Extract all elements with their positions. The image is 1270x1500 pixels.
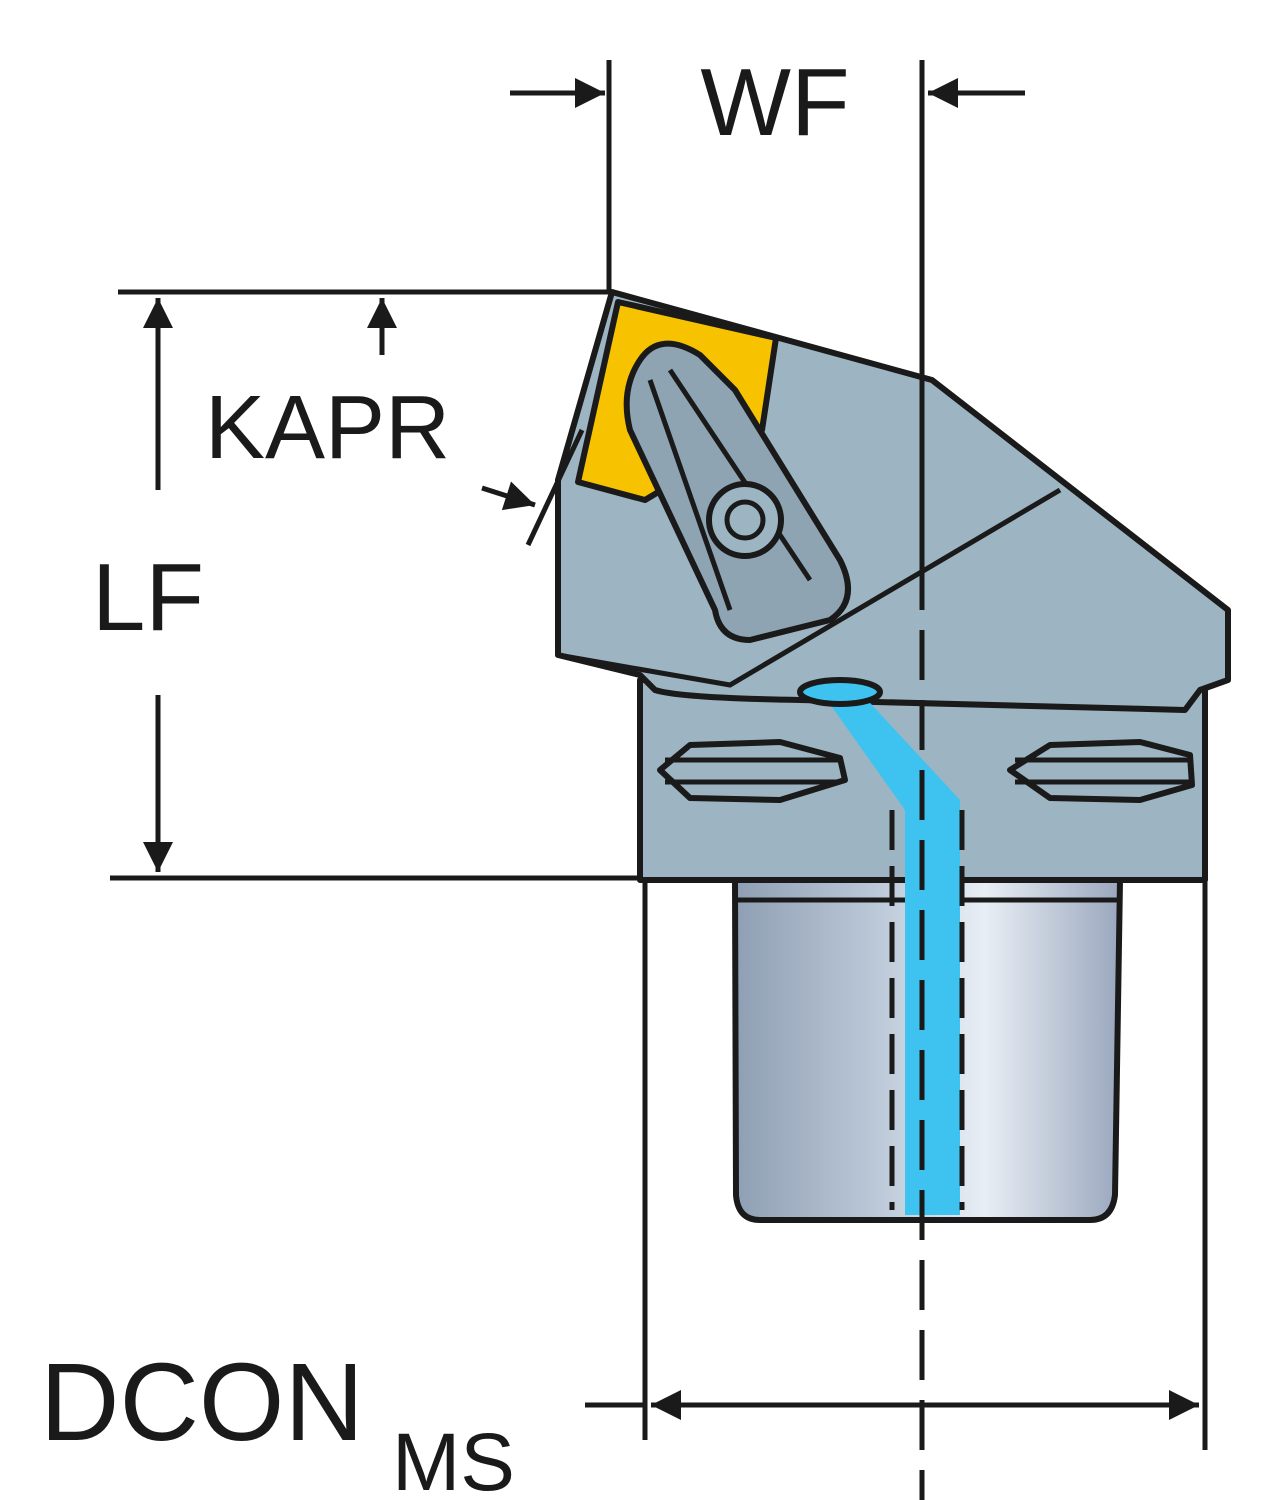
tool-head [555, 289, 1231, 713]
kapr-dimension: KAPR [205, 298, 585, 547]
wf-dimension: WF [510, 49, 1025, 292]
slot-left [657, 739, 848, 803]
lf-label: LF [92, 544, 204, 651]
lf-dimension: LF [92, 289, 640, 881]
dcon-dimension: DCON MS [40, 690, 1208, 1500]
dcon-label: DCON [40, 1341, 364, 1464]
wf-label: WF [700, 49, 849, 156]
kapr-label: KAPR [205, 378, 450, 478]
dcon-subscript: MS [392, 1417, 515, 1500]
slot-right [1007, 739, 1195, 803]
screw [706, 481, 784, 559]
coolant-channel [797, 677, 965, 1215]
